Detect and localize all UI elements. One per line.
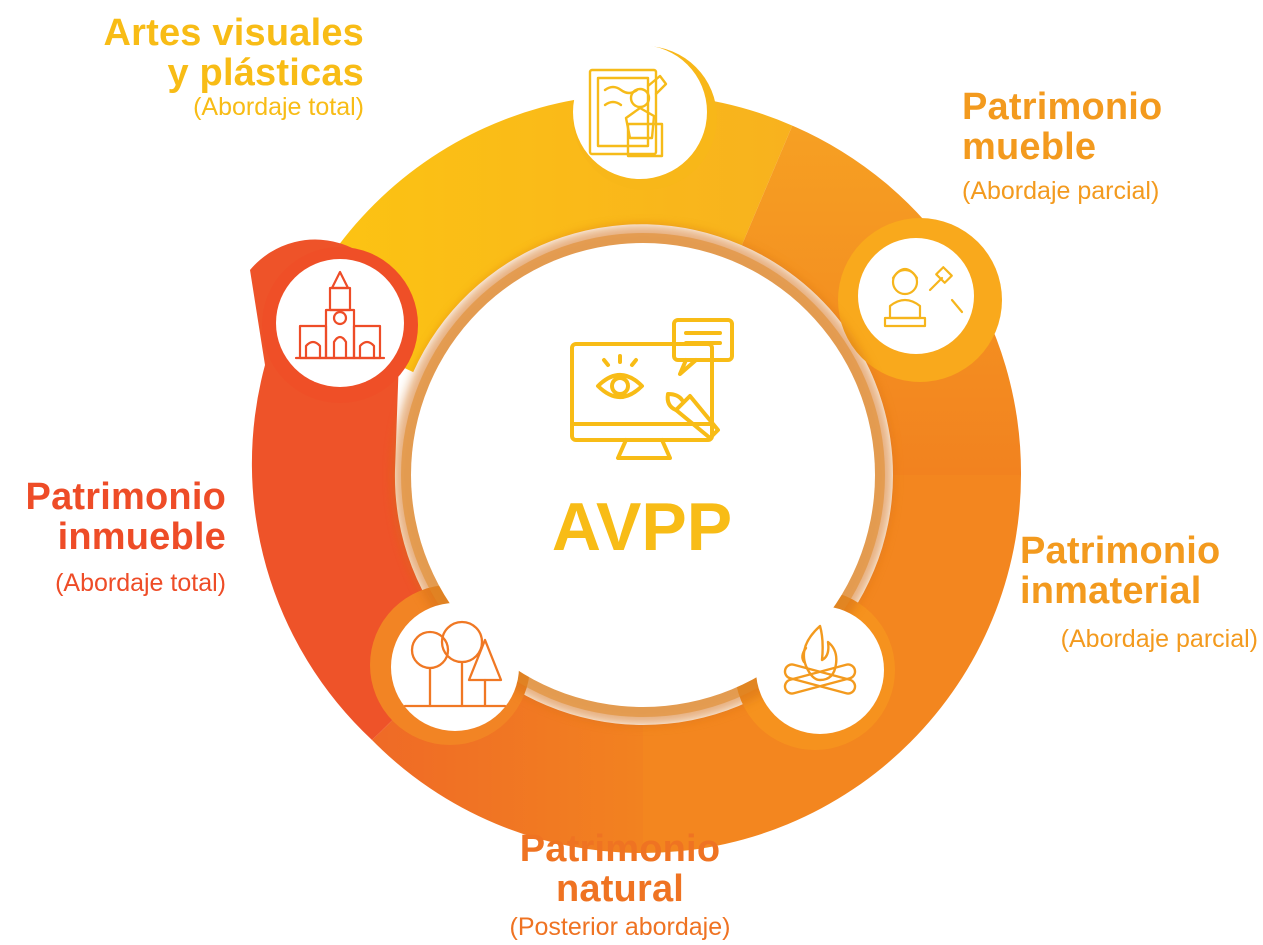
label-mueble: Patrimonio mueble (Abordaje parcial) <box>962 86 1252 205</box>
label-inmueble-title1: Patrimonio <box>25 476 226 518</box>
icon-circle-natural <box>391 603 519 731</box>
label-natural-title2: natural <box>555 867 685 910</box>
center-circle <box>411 243 875 707</box>
icon-circle-mueble <box>858 238 974 354</box>
sculpture-bust-icon <box>883 266 964 328</box>
label-inmaterial-subtitle: (Abordaje parcial) <box>1060 624 1258 653</box>
label-mueble-title2: mueble <box>962 125 1097 168</box>
label-inmueble: Patrimonio inmueble (Abordaje total) <box>6 476 226 597</box>
forest-trees-icon <box>403 620 507 708</box>
label-inmaterial: Patrimonio inmaterial (Abordaje parcial) <box>1012 530 1258 653</box>
label-inmueble-title2: inmueble <box>57 515 226 558</box>
label-inmueble-subtitle: (Abordaje total) <box>55 568 226 597</box>
icon-circle-artes <box>573 45 707 179</box>
icon-circle-inmueble <box>276 259 404 387</box>
label-inmaterial-title1: Patrimonio <box>1020 530 1221 572</box>
icon-circle-inmaterial <box>756 606 884 734</box>
campfire-icon <box>783 624 857 695</box>
painting-artist-icon <box>588 68 668 158</box>
label-artes: Artes visuales y plásticas (Abordaje tot… <box>60 12 364 121</box>
label-natural-subtitle: (Posterior abordaje) <box>509 912 731 941</box>
label-artes-title2: y plásticas <box>167 51 364 94</box>
label-natural-title1: Patrimonio <box>519 828 721 870</box>
label-artes-subtitle: (Abordaje total) <box>193 92 364 121</box>
center-label: AVPP <box>551 489 733 565</box>
clock-tower-church-icon <box>294 270 386 360</box>
label-mueble-title1: Patrimonio <box>962 86 1163 128</box>
label-artes-title1: Artes visuales <box>103 12 364 54</box>
label-natural: Patrimonio natural (Posterior abordaje) <box>470 828 770 941</box>
monitor-eye-brush-icon <box>570 318 734 460</box>
label-mueble-subtitle: (Abordaje parcial) <box>962 176 1160 205</box>
label-inmaterial-title2: inmaterial <box>1020 569 1202 612</box>
